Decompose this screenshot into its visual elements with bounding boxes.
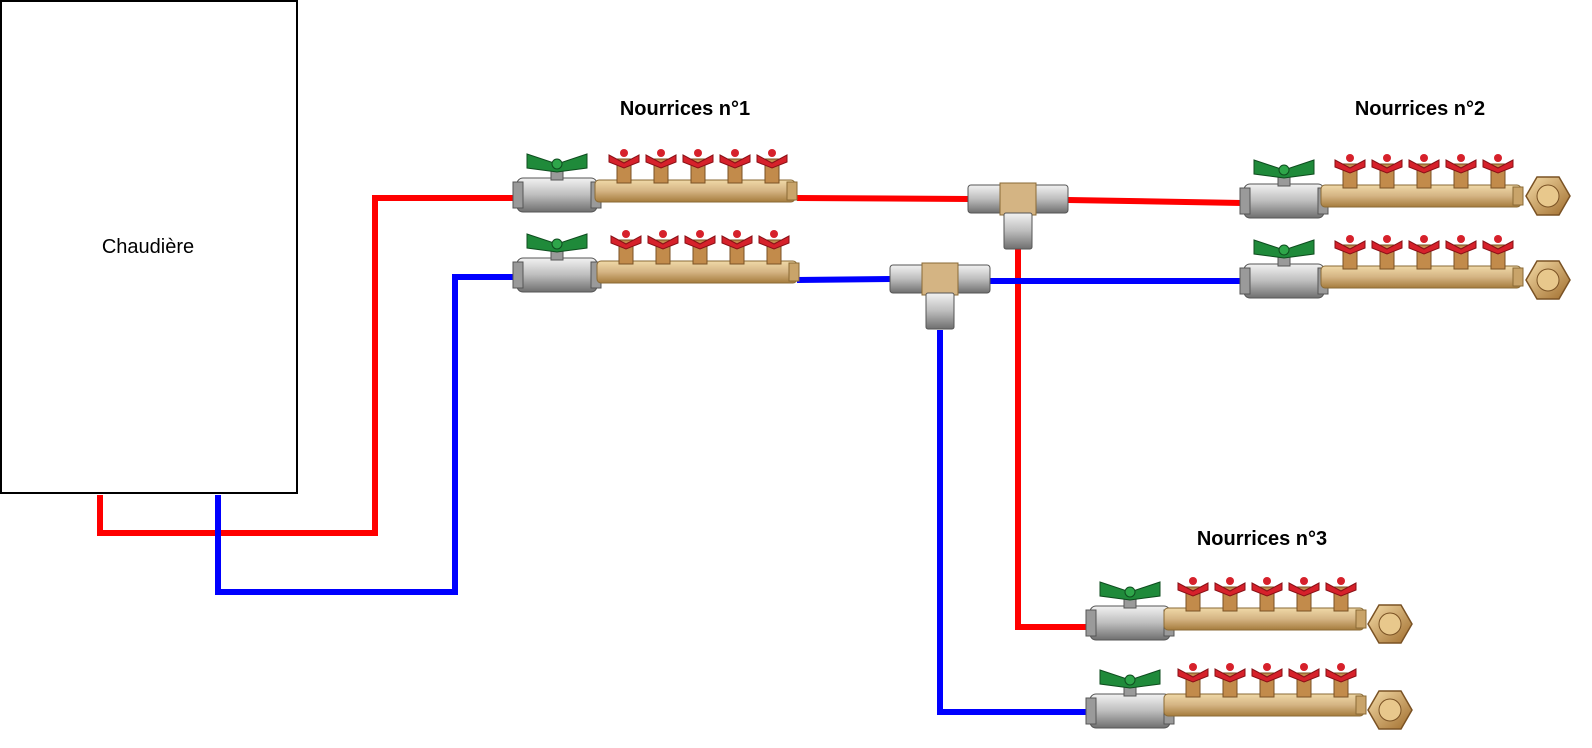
brass-manifold-icon [594, 148, 798, 203]
supply-pipe-tee-to-manifold-2 [1067, 197, 1243, 206]
supply-pipe-tee-to-manifold-3 [1015, 248, 1088, 630]
ball-valve-icon [1085, 669, 1175, 729]
ball-valve-icon [512, 233, 602, 293]
tee-fitting-icon [889, 262, 991, 330]
manifold-2-title: Nourrices n°2 [1355, 98, 1485, 120]
brass-manifold-icon [1320, 234, 1524, 289]
ball-valve-icon [512, 153, 602, 213]
brass-manifold-icon [1163, 662, 1367, 717]
end-cap-icon [1367, 604, 1413, 644]
supply-pipe-manifold-1-to-tee [796, 195, 971, 202]
ball-valve-icon [1239, 159, 1329, 219]
brass-manifold-icon [1320, 153, 1524, 208]
ball-valve-icon [1085, 581, 1175, 641]
end-cap-icon [1525, 260, 1571, 300]
manifold-1-title: Nourrices n°1 [620, 98, 750, 120]
supply-pipes [97, 195, 1243, 630]
brass-manifold-icon [596, 229, 800, 284]
ball-valve-icon [1239, 239, 1329, 299]
boiler-box [0, 0, 298, 494]
boiler-label: Chaudière [102, 236, 194, 258]
manifold-3-title: Nourrices n°3 [1197, 528, 1327, 550]
tee-fitting-icon [967, 182, 1069, 250]
return-pipe-boiler-to-manifold-1 [215, 274, 515, 595]
brass-manifold-icon [1163, 576, 1367, 631]
end-cap-icon [1525, 176, 1571, 216]
return-pipe-tee-to-manifold-3 [937, 330, 1088, 715]
return-pipe-manifold-1-to-tee [796, 276, 893, 283]
end-cap-icon [1367, 690, 1413, 730]
return-pipes [215, 274, 1242, 715]
supply-pipe-boiler-to-manifold-1 [97, 195, 515, 536]
